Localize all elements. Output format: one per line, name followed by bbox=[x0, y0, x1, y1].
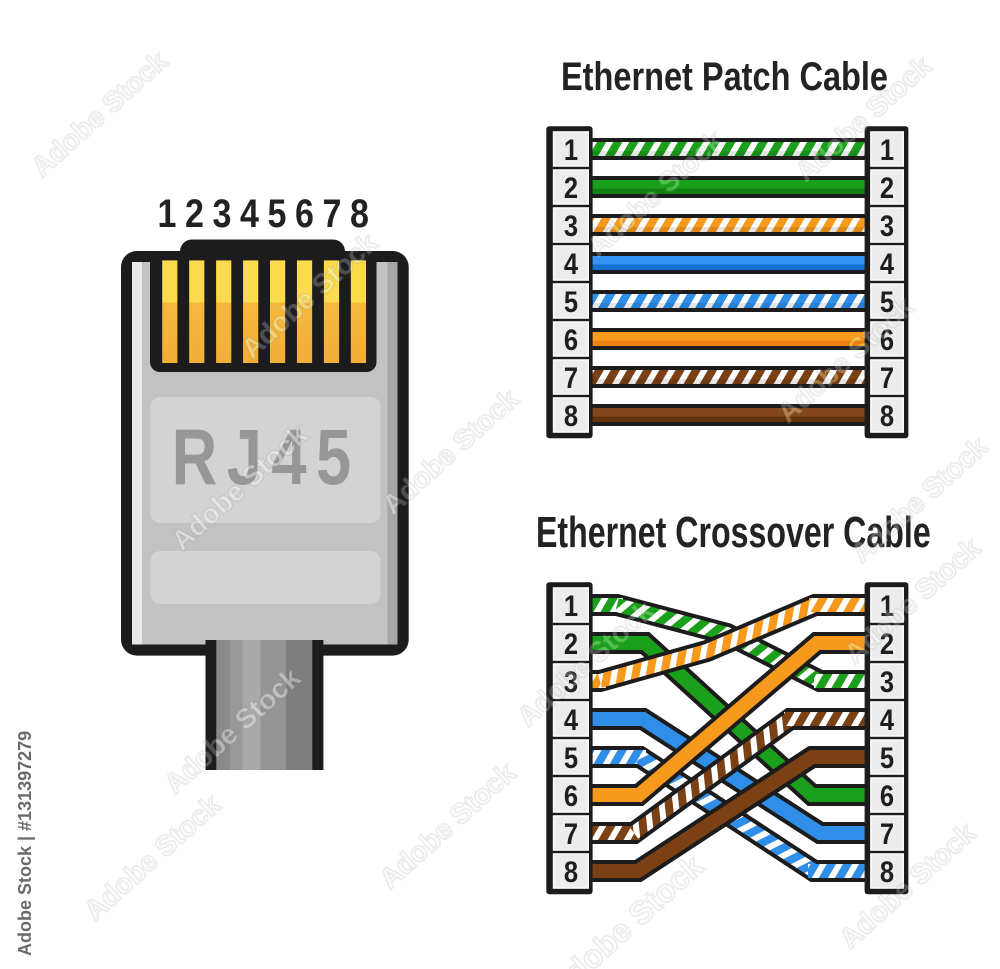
svg-text:5: 5 bbox=[880, 285, 894, 318]
svg-text:3: 3 bbox=[564, 665, 578, 698]
svg-text:6: 6 bbox=[564, 779, 578, 812]
svg-text:2: 2 bbox=[185, 190, 204, 235]
svg-text:5: 5 bbox=[564, 741, 578, 774]
svg-text:Ethernet Patch Cable: Ethernet Patch Cable bbox=[561, 55, 888, 99]
svg-text:5: 5 bbox=[564, 285, 578, 318]
svg-text:7: 7 bbox=[564, 361, 578, 394]
svg-text:1: 1 bbox=[880, 133, 894, 166]
svg-text:Adobe Stock | #131397279: Adobe Stock | #131397279 bbox=[15, 731, 35, 956]
svg-text:8: 8 bbox=[880, 399, 894, 432]
svg-text:3: 3 bbox=[213, 190, 232, 235]
svg-text:6: 6 bbox=[880, 323, 894, 356]
svg-text:2: 2 bbox=[564, 627, 578, 660]
svg-text:8: 8 bbox=[350, 190, 369, 235]
svg-text:6: 6 bbox=[295, 190, 314, 235]
svg-text:5: 5 bbox=[268, 190, 287, 235]
svg-text:Adobe Stock: Adobe Stock bbox=[78, 789, 226, 927]
svg-text:1: 1 bbox=[880, 589, 894, 622]
svg-text:4: 4 bbox=[564, 703, 579, 736]
svg-text:Adobe Stock: Adobe Stock bbox=[373, 757, 521, 895]
svg-text:8: 8 bbox=[880, 855, 894, 888]
svg-text:4: 4 bbox=[240, 190, 259, 235]
svg-text:6: 6 bbox=[880, 779, 894, 812]
svg-text:3: 3 bbox=[880, 209, 894, 242]
svg-text:4: 4 bbox=[880, 247, 895, 280]
svg-text:8: 8 bbox=[564, 399, 578, 432]
svg-text:3: 3 bbox=[564, 209, 578, 242]
svg-text:4: 4 bbox=[564, 247, 579, 280]
svg-text:6: 6 bbox=[564, 323, 578, 356]
svg-text:2: 2 bbox=[880, 627, 894, 660]
svg-text:7: 7 bbox=[564, 817, 578, 850]
svg-text:4: 4 bbox=[880, 703, 895, 736]
svg-text:1: 1 bbox=[564, 589, 578, 622]
svg-text:1: 1 bbox=[158, 190, 177, 235]
svg-text:Ethernet Crossover Cable: Ethernet Crossover Cable bbox=[536, 509, 931, 557]
svg-text:5: 5 bbox=[880, 741, 894, 774]
svg-text:8: 8 bbox=[564, 855, 578, 888]
svg-text:2: 2 bbox=[564, 171, 578, 204]
svg-text:Adobe Stock: Adobe Stock bbox=[25, 45, 173, 183]
svg-text:7: 7 bbox=[880, 361, 894, 394]
svg-text:1: 1 bbox=[564, 133, 578, 166]
svg-text:2: 2 bbox=[880, 171, 894, 204]
svg-text:7: 7 bbox=[880, 817, 894, 850]
svg-text:7: 7 bbox=[323, 190, 342, 235]
svg-text:3: 3 bbox=[880, 665, 894, 698]
svg-text:RJ45: RJ45 bbox=[172, 413, 361, 501]
